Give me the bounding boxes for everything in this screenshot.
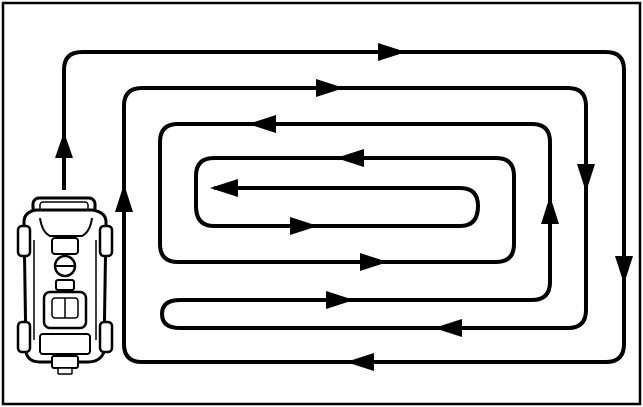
direction-arrow-icon: [336, 149, 364, 167]
direction-arrow-icon: [316, 79, 344, 97]
ride-on-machine-icon: [16, 196, 114, 375]
direction-arrow-icon: [326, 291, 354, 309]
direction-arrow-icon: [115, 184, 133, 212]
direction-arrow-icon: [55, 132, 73, 158]
direction-arrows: [55, 43, 633, 371]
direction-arrow-icon: [615, 256, 633, 284]
direction-arrow-icon: [346, 353, 374, 371]
direction-arrow-icon: [378, 43, 406, 61]
path-loop-1: [62, 50, 626, 364]
direction-arrow-icon: [434, 319, 462, 337]
direction-arrow-icon: [541, 196, 559, 224]
direction-arrow-icon: [210, 179, 238, 197]
direction-arrow-icon: [577, 164, 595, 192]
direction-arrow-icon: [290, 217, 318, 235]
direction-arrow-icon: [248, 115, 276, 133]
path-loop-2: [122, 86, 588, 330]
direction-arrow-icon: [360, 253, 388, 271]
